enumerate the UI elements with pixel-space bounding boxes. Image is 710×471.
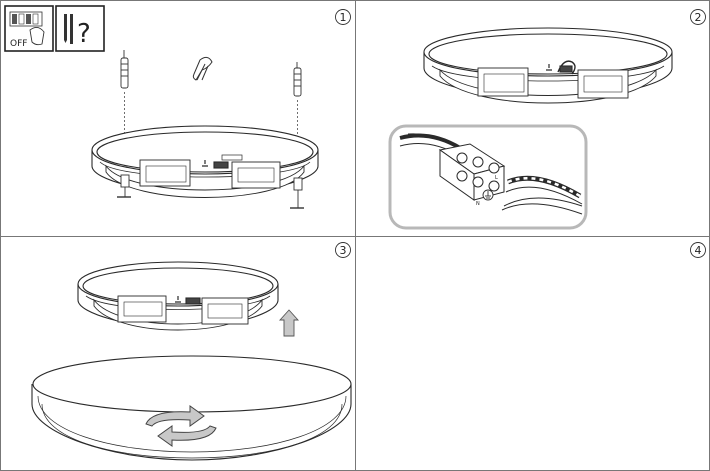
tools-required-icon: ? [55, 5, 105, 52]
step-number-4: 4 [690, 242, 706, 258]
mounted-base-plate [77, 261, 279, 331]
cable-clip-icon [192, 56, 213, 81]
svg-text:4: 4 [695, 244, 702, 257]
mains-cable-icon [501, 175, 583, 215]
wall-plug-left-icon [120, 50, 129, 178]
step-number-2: 2 [690, 9, 706, 25]
mounting-screw-right-icon [290, 177, 304, 209]
base-plate-wiring-view [423, 27, 673, 104]
ceiling-base-plate [91, 125, 319, 198]
neutral-wire-label: N [476, 201, 480, 207]
svg-text:2: 2 [695, 11, 702, 24]
mounting-screw-left-icon [117, 174, 131, 198]
power-off-switch-icon: OFF [4, 5, 54, 52]
svg-text:OFF: OFF [10, 39, 27, 49]
step-number-3: 3 [335, 242, 351, 258]
step-number-1: 1 [335, 9, 351, 25]
rotate-twist-icon [145, 405, 217, 447]
earth-ground-icon [482, 189, 494, 201]
terminal-block-icon [399, 133, 506, 201]
lift-up-arrow-icon [278, 309, 300, 337]
svg-text:3: 3 [340, 244, 347, 257]
live-wire-label: L [495, 175, 498, 181]
svg-text:1: 1 [340, 11, 347, 24]
svg-text:?: ? [77, 19, 91, 49]
